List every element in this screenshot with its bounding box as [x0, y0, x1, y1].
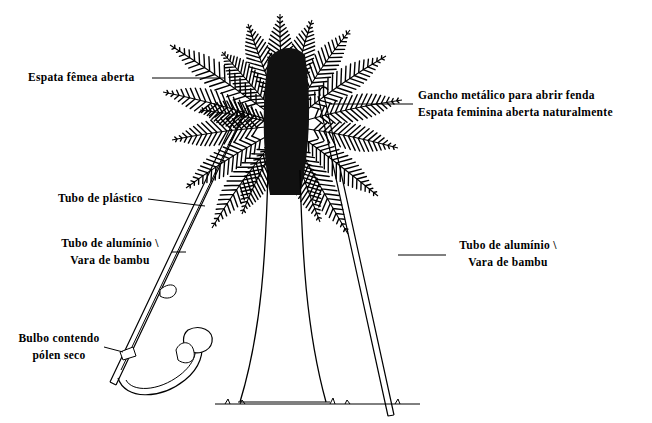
leader-lines [104, 78, 446, 352]
hand [120, 347, 136, 360]
metal-hook [320, 87, 328, 96]
palm-fronds [163, 14, 402, 234]
hand [176, 343, 194, 363]
part-label: Tubo de alumínio \ Vara de bambu [446, 237, 570, 271]
bulb-hose [126, 342, 195, 388]
ground [215, 398, 420, 404]
trunk-base [238, 402, 330, 403]
part-label: Gancho metálico para abrir fenda [418, 87, 595, 104]
frond-leaflets [314, 123, 395, 152]
frond-leaflets [187, 136, 260, 188]
trunk-edge [300, 170, 326, 402]
part-label: Tubo de alumínio \ Vara de bambu [48, 235, 172, 269]
part-label: Tubo de plástico [58, 190, 143, 207]
part-label: Bulbo contendo pólen seco [14, 330, 104, 364]
trunk-edge [240, 170, 268, 402]
bulb-hose [118, 340, 202, 395]
right-pole [318, 95, 394, 416]
hand [160, 285, 176, 298]
crown-shadow [264, 48, 309, 195]
part-label: Espata fêmea aberta [28, 69, 135, 86]
part-label: Espata feminina aberta naturalmente [418, 104, 613, 121]
